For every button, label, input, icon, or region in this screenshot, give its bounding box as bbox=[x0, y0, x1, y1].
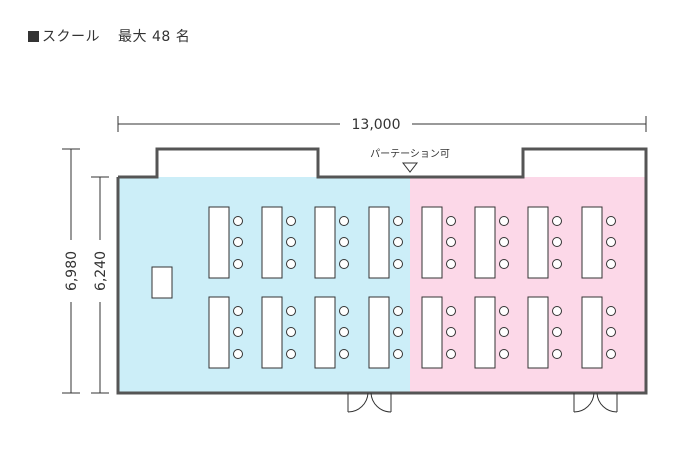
chair bbox=[233, 306, 243, 316]
desk bbox=[421, 296, 443, 369]
chair bbox=[446, 237, 456, 247]
partition-label: パーテーション可 bbox=[370, 148, 450, 160]
room-wall bbox=[116, 147, 648, 395]
desk bbox=[261, 296, 283, 369]
chair bbox=[339, 237, 349, 247]
chair bbox=[393, 259, 403, 269]
chair bbox=[339, 216, 349, 226]
desk bbox=[261, 206, 283, 279]
inner-height-dimension bbox=[91, 176, 109, 394]
chair bbox=[606, 216, 616, 226]
chair bbox=[393, 306, 403, 316]
chair bbox=[339, 306, 349, 316]
chair bbox=[606, 349, 616, 359]
desk bbox=[421, 206, 443, 279]
desk bbox=[314, 206, 336, 279]
chair bbox=[233, 259, 243, 269]
chair bbox=[233, 237, 243, 247]
chair bbox=[446, 306, 456, 316]
chair bbox=[446, 259, 456, 269]
desk bbox=[368, 206, 390, 279]
desk bbox=[208, 206, 230, 279]
lectern-desk bbox=[151, 266, 173, 299]
chair bbox=[606, 327, 616, 337]
chair bbox=[552, 237, 562, 247]
chair bbox=[499, 259, 509, 269]
desk bbox=[474, 296, 496, 369]
chair bbox=[499, 237, 509, 247]
chair bbox=[286, 237, 296, 247]
chair bbox=[393, 327, 403, 337]
layout-name: スクール bbox=[42, 29, 100, 45]
width-dimension bbox=[117, 116, 647, 132]
chair bbox=[393, 349, 403, 359]
chair bbox=[446, 327, 456, 337]
chair bbox=[446, 216, 456, 226]
desk bbox=[314, 296, 336, 369]
chair bbox=[606, 306, 616, 316]
door-left bbox=[347, 392, 392, 413]
chair bbox=[339, 259, 349, 269]
chair bbox=[446, 349, 456, 359]
desk bbox=[527, 206, 549, 279]
chair bbox=[233, 216, 243, 226]
chair bbox=[499, 216, 509, 226]
chair bbox=[393, 237, 403, 247]
chair bbox=[339, 327, 349, 337]
desk bbox=[208, 296, 230, 369]
outer-height-label: 6,980 bbox=[64, 251, 80, 291]
desk bbox=[527, 296, 549, 369]
door-right bbox=[573, 392, 618, 413]
desk bbox=[581, 206, 603, 279]
partition-marker-icon bbox=[401, 162, 419, 173]
chair bbox=[552, 327, 562, 337]
width-label: 13,000 bbox=[352, 117, 401, 133]
chair bbox=[606, 259, 616, 269]
chair bbox=[339, 349, 349, 359]
chair bbox=[393, 216, 403, 226]
chair bbox=[552, 306, 562, 316]
chair bbox=[286, 216, 296, 226]
chair bbox=[233, 349, 243, 359]
capacity-label: 最大 48 名 bbox=[118, 29, 191, 45]
chair bbox=[233, 327, 243, 337]
chair bbox=[499, 306, 509, 316]
chair bbox=[286, 327, 296, 337]
chair bbox=[499, 349, 509, 359]
chair bbox=[499, 327, 509, 337]
chair bbox=[552, 349, 562, 359]
inner-height-label: 6,240 bbox=[93, 251, 109, 291]
desk bbox=[581, 296, 603, 369]
square-bullet-icon bbox=[28, 31, 39, 42]
chair bbox=[286, 349, 296, 359]
desk bbox=[368, 296, 390, 369]
chair bbox=[286, 306, 296, 316]
chair bbox=[286, 259, 296, 269]
desk-layout bbox=[208, 206, 616, 369]
outer-height-dimension bbox=[62, 148, 80, 394]
layout-title: スクール 最大 48 名 bbox=[28, 26, 190, 46]
chair bbox=[552, 259, 562, 269]
desk bbox=[474, 206, 496, 279]
chair bbox=[552, 216, 562, 226]
chair bbox=[606, 237, 616, 247]
